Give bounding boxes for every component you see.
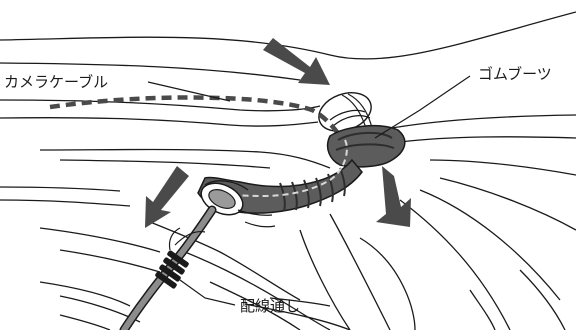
rubber-boot: [196, 126, 405, 227]
routed-cable: [124, 210, 212, 330]
camera-cable-route: [50, 97, 337, 132]
arrow-icon: [263, 38, 330, 85]
leader-rubber-boot: [375, 76, 470, 138]
leader-camera-cable: [148, 82, 230, 101]
arrow-icon: [376, 166, 411, 227]
label-camera-cable: カメラケーブル: [4, 73, 108, 91]
leader-routing: [180, 280, 235, 305]
arrow-icon: [145, 166, 189, 228]
label-rubber-boot: ゴムブーツ: [478, 65, 552, 83]
label-routing: 配線通し: [240, 297, 300, 315]
